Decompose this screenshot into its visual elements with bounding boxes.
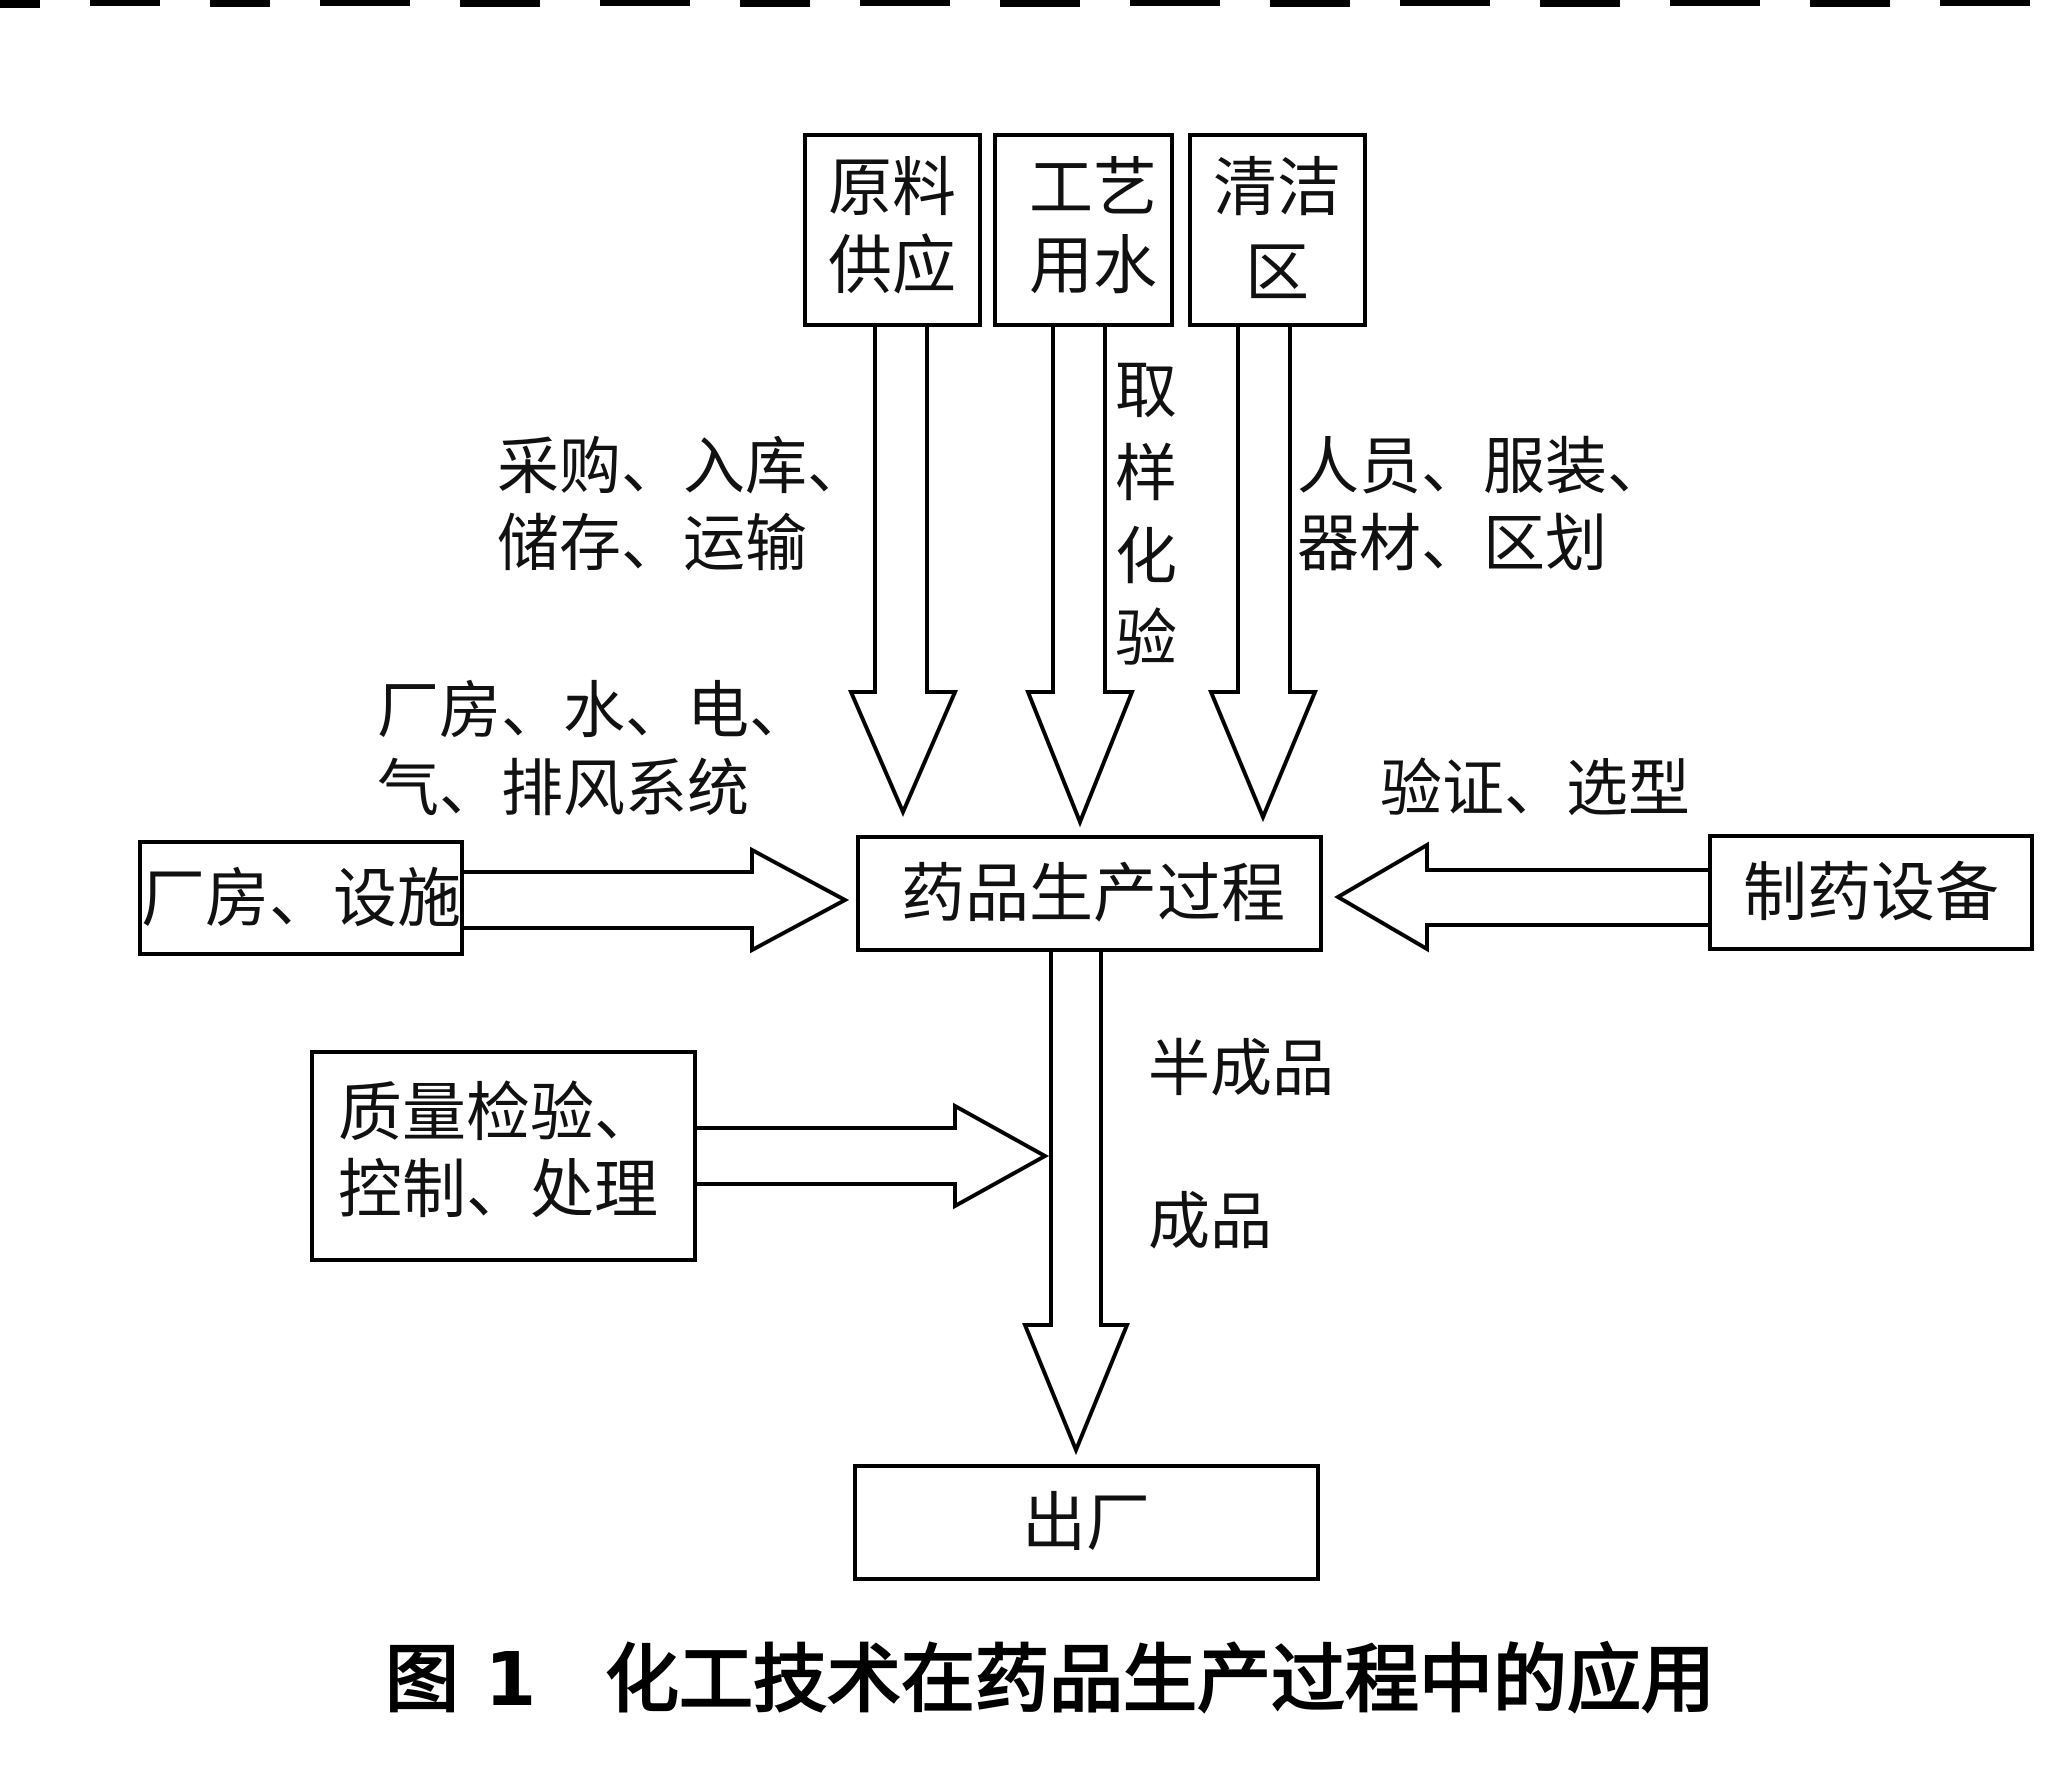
node-clean-zone: 清洁 区 <box>1188 133 1367 327</box>
label-sampling: 取 样 化 验 <box>1115 354 1177 675</box>
node-exit-box <box>853 1464 1320 1581</box>
arrow-process-water-down <box>1025 323 1135 828</box>
node-plant-facility-box <box>138 840 464 956</box>
node-exit: 出厂 <box>853 1464 1320 1581</box>
label-semi-finished: 半成品 <box>1148 1032 1334 1105</box>
node-raw-material-line2: 供应 <box>828 230 956 304</box>
node-quality-line2: 控制、处理 <box>338 1154 658 1228</box>
node-plant-facility: 厂房、设施 <box>138 840 464 956</box>
node-pharma-equipment: 制药设备 <box>1708 834 2034 951</box>
node-process-water-box <box>993 133 1174 327</box>
arrow-equipment-to-production <box>1334 841 1712 953</box>
label-procurement-line1: 采购、入库、 <box>497 430 869 503</box>
label-utilities-line2: 气、排风系统 <box>377 752 749 825</box>
node-pharma-equipment-text: 制药设备 <box>1743 857 1999 931</box>
node-quality-box <box>310 1050 697 1262</box>
arrow-plant-to-production <box>460 846 850 954</box>
node-process-water-line2: 用水 <box>1029 230 1157 304</box>
node-quality: 质量检验、 控制、处理 <box>310 1050 697 1262</box>
label-personnel: 人员、服装、 器材、区划 <box>1297 430 1669 580</box>
node-raw-material-line1: 原料 <box>828 152 956 226</box>
node-clean-zone-line2: 区 <box>1245 237 1309 311</box>
arrow-quality-to-flow <box>693 1102 1050 1210</box>
node-production: 药品生产过程 <box>856 835 1323 952</box>
label-personnel-line2: 器材、区划 <box>1297 507 1607 580</box>
arrow-clean-zone-down <box>1208 323 1318 823</box>
label-utilities-line1: 厂房、水、电、 <box>377 674 811 747</box>
node-pharma-equipment-box <box>1708 834 2034 951</box>
node-exit-text: 出厂 <box>1022 1487 1150 1561</box>
label-utilities: 厂房、水、电、 气、排风系统 <box>377 674 811 825</box>
node-clean-zone-box <box>1188 133 1367 327</box>
label-personnel-line1: 人员、服装、 <box>1297 430 1669 503</box>
label-sampling-char1: 取 <box>1115 354 1177 427</box>
figure-caption: 图 1 化工技术在药品生产过程中的应用 <box>385 1637 1715 1723</box>
label-procurement-line2: 储存、运输 <box>497 507 807 580</box>
node-process-water-line1: 工艺 <box>1029 152 1157 226</box>
label-procurement: 采购、入库、 储存、运输 <box>497 430 869 580</box>
label-finished: 成品 <box>1148 1185 1272 1258</box>
top-cropped-text-fragment <box>0 0 2030 8</box>
node-production-text: 药品生产过程 <box>901 858 1285 932</box>
arrow-production-to-exit <box>1022 948 1130 1456</box>
label-sampling-char3: 化 <box>1115 520 1177 593</box>
node-quality-line1: 质量检验、 <box>338 1077 658 1151</box>
node-raw-material-box <box>803 133 982 327</box>
node-plant-facility-text: 厂房、设施 <box>141 863 461 937</box>
figure-caption-text: 化工技术在药品生产过程中的应用 <box>605 1637 1715 1723</box>
node-process-water: 工艺 用水 <box>993 133 1174 327</box>
node-production-box <box>856 835 1323 952</box>
arrow-raw-material-down <box>847 323 959 818</box>
figure-caption-number: 图 1 <box>385 1637 536 1723</box>
node-raw-material: 原料 供应 <box>803 133 982 327</box>
label-sampling-char2: 样 <box>1115 437 1177 510</box>
node-clean-zone-line1: 清洁 <box>1213 152 1341 226</box>
label-validation: 验证、选型 <box>1380 752 1690 825</box>
label-sampling-char4: 验 <box>1115 602 1177 675</box>
